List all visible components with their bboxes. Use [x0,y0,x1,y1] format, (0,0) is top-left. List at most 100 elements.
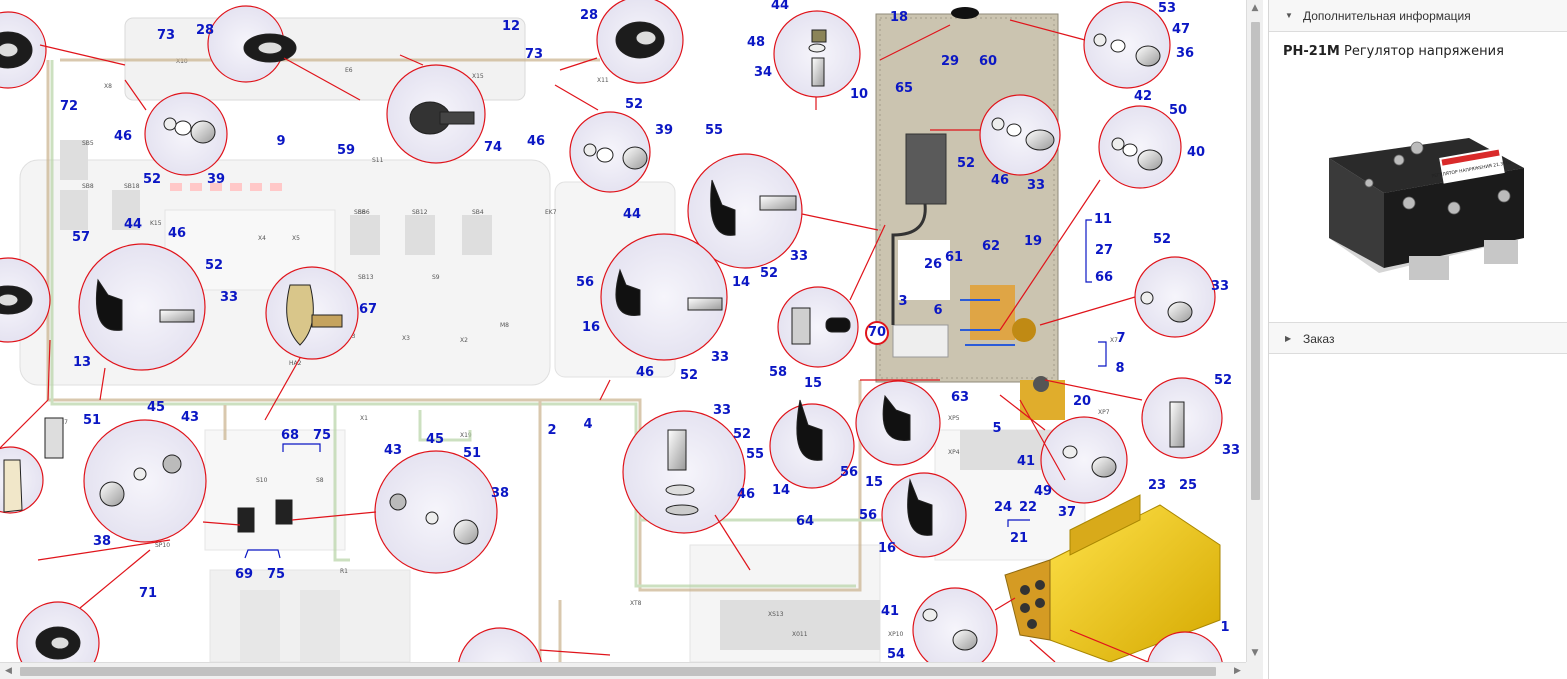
callout-60[interactable]: 60 [978,54,998,69]
callout-52[interactable]: 52 [142,172,162,187]
callout-21[interactable]: 21 [1009,531,1029,546]
callout-28[interactable]: 28 [579,8,599,23]
callout-41[interactable]: 41 [1016,454,1036,469]
horizontal-scroll-thumb[interactable] [20,667,1216,676]
callout-47[interactable]: 47 [1171,22,1191,37]
callout-52[interactable]: 52 [204,258,224,273]
callout-74[interactable]: 74 [483,140,503,155]
callout-44[interactable]: 44 [770,0,790,13]
callout-71[interactable]: 71 [138,586,158,601]
callout-57[interactable]: 57 [71,230,91,245]
callout-56[interactable]: 56 [839,465,859,480]
callout-18[interactable]: 18 [889,10,909,25]
callout-62[interactable]: 62 [981,239,1001,254]
callout-46[interactable]: 46 [990,173,1010,188]
callout-25[interactable]: 25 [1178,478,1198,493]
callout-29[interactable]: 29 [940,54,960,69]
callout-53[interactable]: 53 [1157,1,1177,16]
callout-33[interactable]: 33 [710,350,730,365]
callout-55[interactable]: 55 [745,447,765,462]
callout-58[interactable]: 58 [768,365,788,380]
callout-5[interactable]: 5 [992,421,1002,436]
callout-50[interactable]: 50 [1168,103,1188,118]
callout-40[interactable]: 40 [1186,145,1206,160]
callout-43[interactable]: 43 [180,410,200,425]
callout-10[interactable]: 10 [849,87,869,102]
callout-56[interactable]: 56 [575,275,595,290]
callout-68[interactable]: 68 [280,428,300,443]
callout-46[interactable]: 46 [635,365,655,380]
callout-61[interactable]: 61 [944,250,964,265]
callout-36[interactable]: 36 [1175,46,1195,61]
callout-14[interactable]: 14 [771,483,791,498]
callout-52[interactable]: 52 [1213,373,1233,388]
callout-43[interactable]: 43 [383,443,403,458]
callout-52[interactable]: 52 [759,266,779,281]
callout-26[interactable]: 26 [923,257,943,272]
callout-45[interactable]: 45 [425,432,445,447]
callout-44[interactable]: 44 [123,217,143,232]
callout-49[interactable]: 49 [1033,484,1053,499]
callout-48[interactable]: 48 [746,35,766,50]
callout-15[interactable]: 15 [864,475,884,490]
callout-73[interactable]: 73 [156,28,176,43]
scroll-left-arrow-icon[interactable]: ◀ [5,666,12,676]
horizontal-scrollbar[interactable]: ◀ ▶ [0,662,1246,679]
callout-38[interactable]: 38 [92,534,112,549]
vertical-scrollbar[interactable]: ▲ ▼ [1246,0,1263,679]
callout-19[interactable]: 19 [1023,234,1043,249]
callout-39[interactable]: 39 [654,123,674,138]
callout-52[interactable]: 52 [679,368,699,383]
callout-3[interactable]: 3 [898,294,908,309]
callout-65[interactable]: 65 [894,81,914,96]
callout-41[interactable]: 41 [880,604,900,619]
callout-15[interactable]: 15 [803,376,823,391]
callout-14[interactable]: 14 [731,275,751,290]
callout-42[interactable]: 42 [1133,89,1153,104]
callout-16[interactable]: 16 [877,541,897,556]
scroll-right-arrow-icon[interactable]: ▶ [1234,666,1241,676]
callout-64[interactable]: 64 [795,514,815,529]
callout-8[interactable]: 8 [1115,361,1125,376]
callout-46[interactable]: 46 [526,134,546,149]
callout-23[interactable]: 23 [1147,478,1167,493]
callout-75[interactable]: 75 [266,567,286,582]
callout-51[interactable]: 51 [462,446,482,461]
callout-9[interactable]: 9 [276,134,286,149]
callout-63[interactable]: 63 [950,390,970,405]
callout-69[interactable]: 69 [234,567,254,582]
callout-46[interactable]: 46 [167,226,187,241]
callout-59[interactable]: 59 [336,143,356,158]
callout-6[interactable]: 6 [933,303,943,318]
callout-33[interactable]: 33 [789,249,809,264]
callout-46[interactable]: 46 [736,487,756,502]
callout-52[interactable]: 52 [1152,232,1172,247]
callout-12[interactable]: 12 [501,19,521,34]
callout-44[interactable]: 44 [622,207,642,222]
callout-37[interactable]: 37 [1057,505,1077,520]
callout-33[interactable]: 33 [1026,178,1046,193]
order-header[interactable]: ▶ Заказ [1269,322,1567,354]
callout-33[interactable]: 33 [219,290,239,305]
callout-22[interactable]: 22 [1018,500,1038,515]
callout-54[interactable]: 54 [886,647,906,662]
vertical-scroll-thumb[interactable] [1251,22,1260,500]
scroll-up-arrow-icon[interactable]: ▲ [1251,3,1259,13]
callout-38[interactable]: 38 [490,486,510,501]
callout-13[interactable]: 13 [72,355,92,370]
callout-56[interactable]: 56 [858,508,878,523]
callout-33[interactable]: 33 [1210,279,1230,294]
callout-11[interactable]: 11 [1093,212,1113,227]
callout-75[interactable]: 75 [312,428,332,443]
callout-52[interactable]: 52 [624,97,644,112]
callout-4[interactable]: 4 [583,417,593,432]
callout-39[interactable]: 39 [206,172,226,187]
callout-72[interactable]: 72 [59,99,79,114]
callout-7[interactable]: 7 [1116,331,1126,346]
callout-45[interactable]: 45 [146,400,166,415]
callout-46[interactable]: 46 [113,129,133,144]
callout-66[interactable]: 66 [1094,270,1114,285]
additional-info-header[interactable]: ▼ Дополнительная информация [1269,0,1567,32]
callout-34[interactable]: 34 [753,65,773,80]
callout-55[interactable]: 55 [704,123,724,138]
